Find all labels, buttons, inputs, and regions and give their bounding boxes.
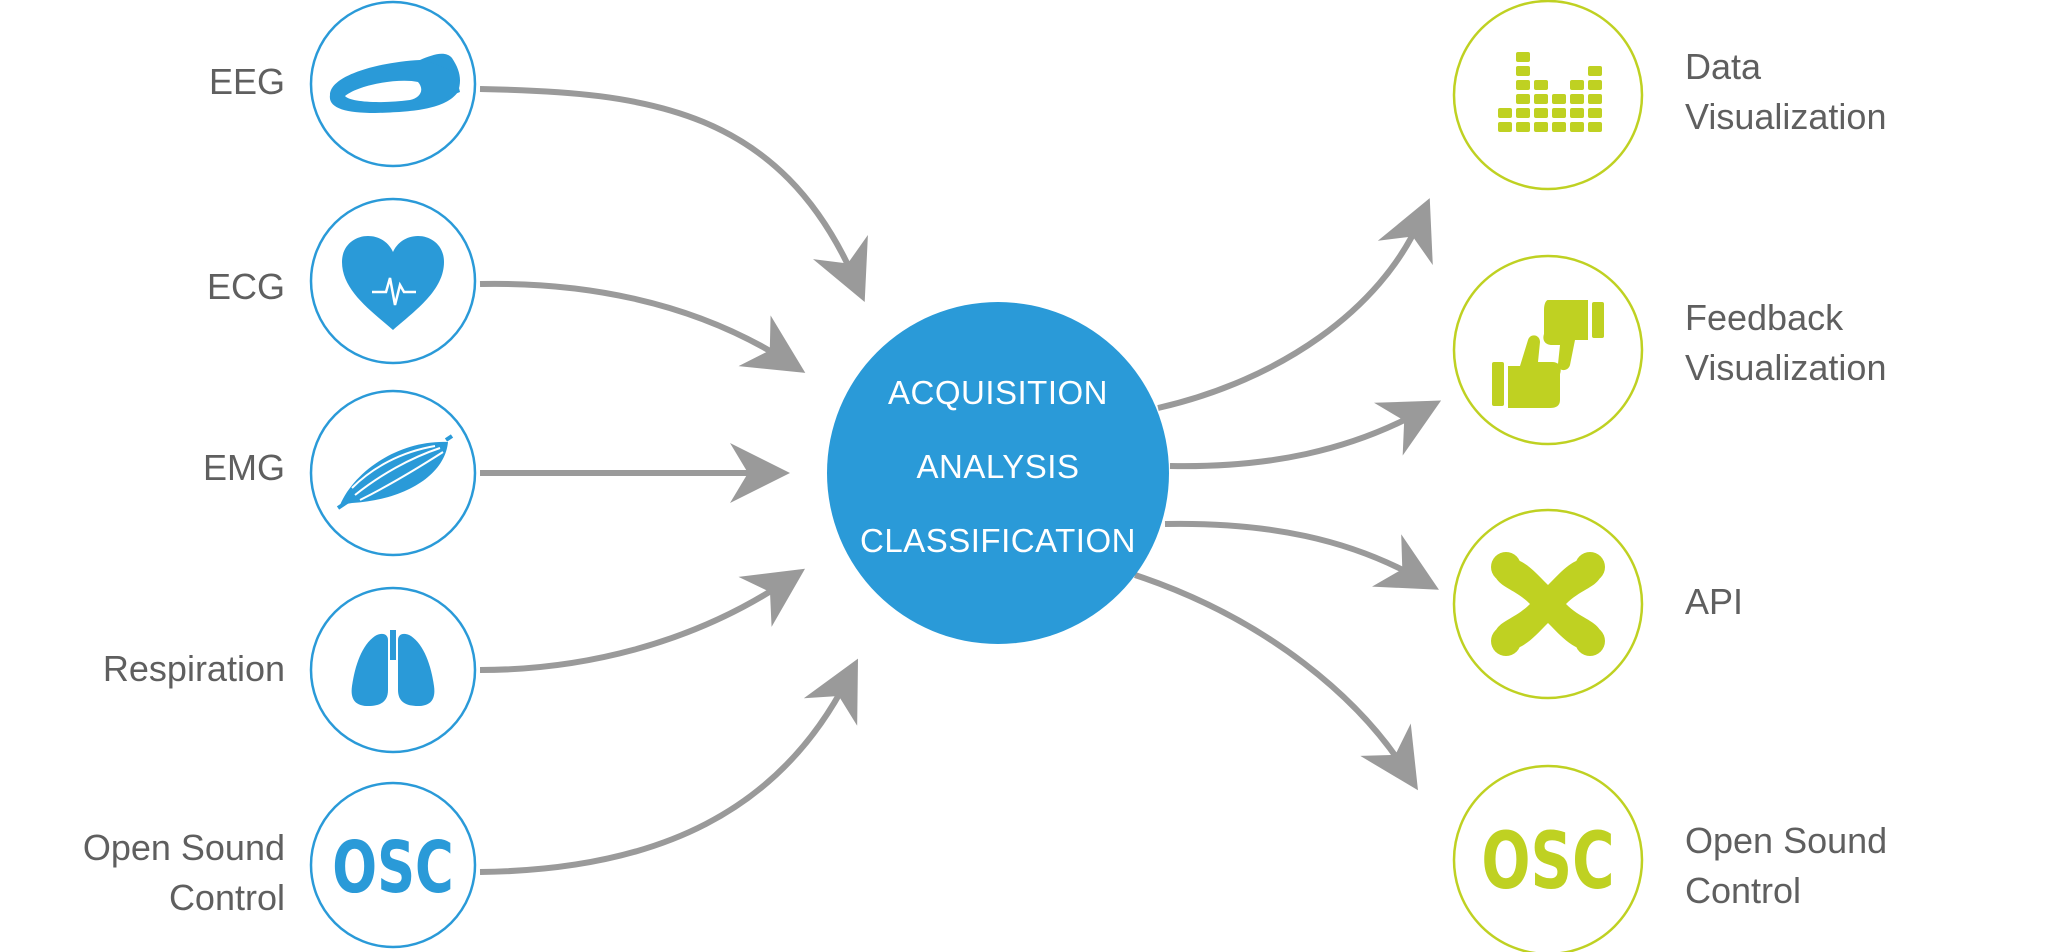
eeg-headband-icon [329,53,460,113]
input-label-emg-line-1: EMG [202,447,285,488]
hub-line-acquisition: ACQUISITION [887,374,1109,411]
output-feedback-visualization-node [1452,254,1644,446]
output-label-osc-line-1: Open Sound [1685,820,1888,861]
input-label-respiration-line-1: Respiration [102,648,285,689]
input-label-ecg: ECG [207,262,285,312]
input-ecg-node [309,197,477,365]
output-label-api: API [1685,577,1743,627]
output-label-osc-line-2: Control [1685,870,1802,911]
input-emg-node [309,389,477,557]
output-arrows [1134,198,1442,791]
heart-pulse-icon [342,236,444,330]
arrow-api [1164,520,1439,590]
input-label-emg: EMG [203,443,285,493]
output-label-feedback-visualization-line-2: Visualization [1685,347,1887,388]
output-label-data-visualization-line-1: Data [1685,46,1762,87]
arrow-eeg [479,86,868,302]
input-label-osc-line-2: Control [168,877,285,918]
output-osc-node: OSC [1452,764,1644,952]
input-label-respiration: Respiration [103,644,285,694]
arrow-feedback-visualization [1169,400,1442,470]
api-connector-icon [1491,552,1605,656]
input-respiration-node [309,586,477,754]
output-feedback-visualization-circle [1452,254,1644,446]
output-data-visualization-node [1452,0,1644,191]
output-label-api-line-1: API [1685,581,1744,622]
input-eeg-node [309,0,477,168]
arrow-osc-in [479,658,859,875]
input-label-ecg-line-1: ECG [206,266,285,307]
osc-icon: OSC [332,826,453,909]
input-label-osc: Open Sound Control [83,823,285,923]
output-label-feedback-visualization-line-1: Feedback [1685,297,1844,338]
arrow-ecg [479,280,806,373]
output-label-data-visualization-line-2: Visualization [1685,96,1887,137]
input-arrows [479,86,868,875]
osc-icon: OSC [1481,816,1614,907]
bar-visualization-icon [1498,52,1602,132]
muscle-icon [336,434,454,510]
input-label-osc-line-1: Open Sound [82,827,285,868]
output-label-feedback-visualization: Feedback Visualization [1685,293,1886,393]
lungs-icon [351,630,435,706]
arrow-respiration [479,568,806,673]
hub-circle [827,302,1169,644]
output-osc-circle [1452,764,1644,952]
output-data-visualization-circle [1452,0,1644,191]
input-label-eeg: EEG [209,57,285,107]
hub-line-analysis: ANALYSIS [916,448,1080,485]
input-osc-node: OSC [309,781,477,949]
input-respiration-circle [309,586,477,754]
thumbs-up-down-icon [1492,300,1604,408]
hub-line-classification: CLASSIFICATION [860,522,1136,559]
output-label-data-visualization: Data Visualization [1685,42,1886,142]
arrow-data-visualization [1157,198,1433,411]
arrow-osc-out [1134,572,1418,791]
output-label-osc: Open Sound Control [1685,816,1887,916]
output-api-node [1452,508,1644,700]
input-osc-circle [309,781,477,949]
input-label-eeg-line-1: EEG [208,61,285,102]
input-eeg-circle [309,0,477,168]
